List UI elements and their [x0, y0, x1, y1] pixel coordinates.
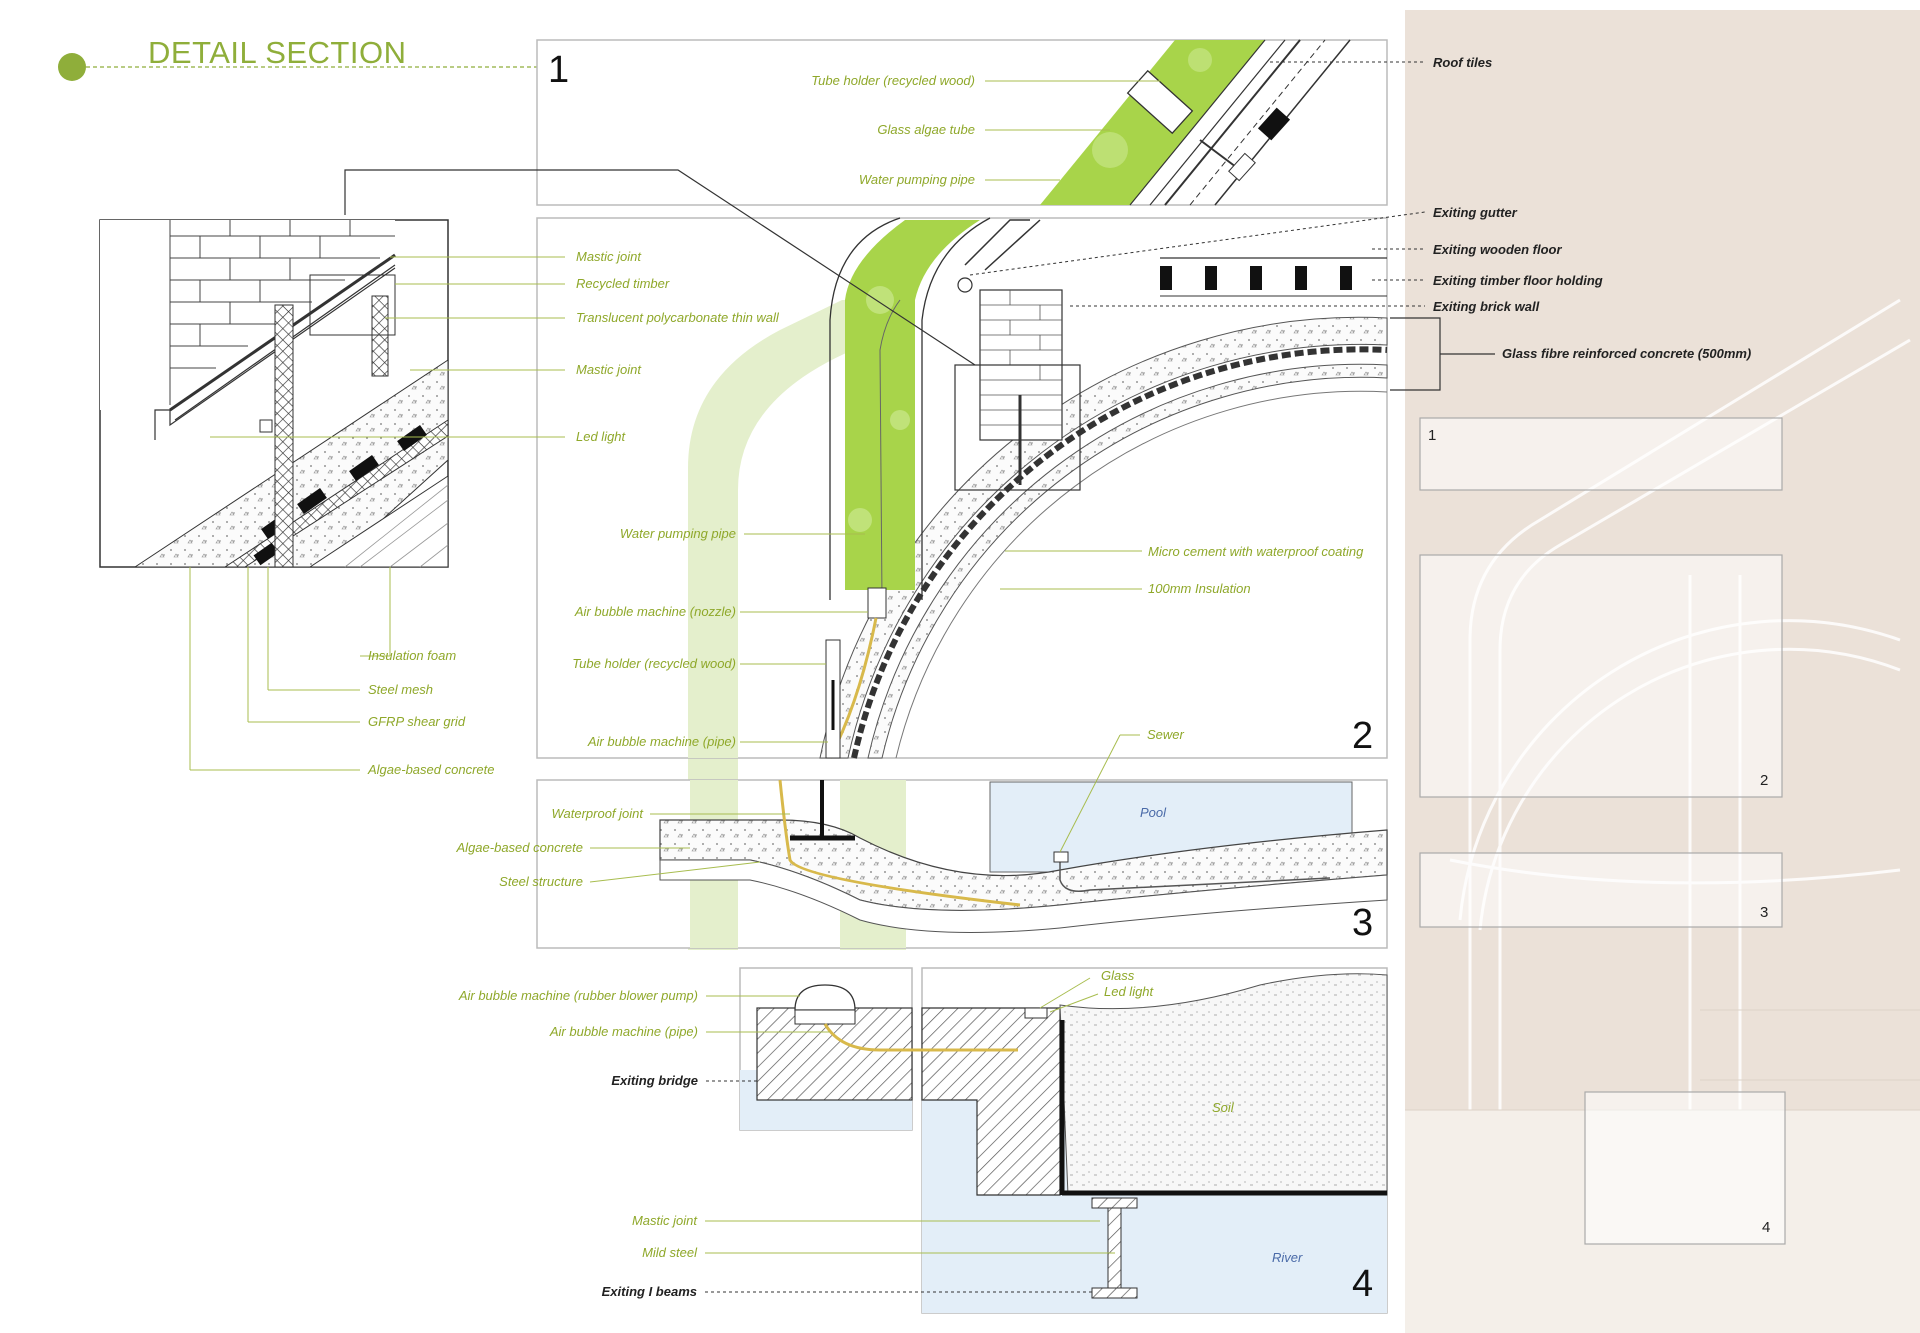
- key-plan-num-1: 1: [1428, 427, 1436, 444]
- label-exiting-i-beams: Exiting I beams: [602, 1284, 697, 1299]
- label-gfrp-shear-grid: GFRP shear grid: [368, 714, 466, 729]
- label-rubber-blower-pump: Air bubble machine (rubber blower pump): [458, 988, 698, 1003]
- gutter-icon: [957, 277, 973, 293]
- exiting-i-beam: [1091, 1287, 1138, 1299]
- title-bullet-icon: [58, 53, 86, 81]
- glass-algae-tube-1: [1040, 40, 1265, 205]
- label-mastic-joint-a: Mastic joint: [576, 249, 642, 264]
- title-block: DETAIL SECTION: [58, 35, 540, 81]
- rubber-blower-pump-icon: [794, 984, 856, 1011]
- key-plan-box-3: [1419, 852, 1783, 928]
- key-plan-panel: 1 2 3 4: [1405, 10, 1920, 1333]
- zoom-detail: Mastic joint Recycled timber Translucent…: [99, 219, 780, 777]
- label-steel-structure: Steel structure: [499, 874, 583, 889]
- label-insulation-foam: Insulation foam: [368, 648, 456, 663]
- key-plan-num-3: 3: [1760, 904, 1768, 921]
- label-gfrc: Glass fibre reinforced concrete (500mm): [1502, 346, 1751, 361]
- section-number-1: 1: [548, 49, 569, 91]
- label-air-bubble-pipe-2: Air bubble machine (pipe): [587, 734, 736, 749]
- key-plan-num-2: 2: [1760, 772, 1768, 789]
- air-bubble-pipe-3: [778, 779, 1021, 907]
- page-title: DETAIL SECTION: [148, 35, 406, 70]
- label-air-bubble-nozzle: Air bubble machine (nozzle): [574, 604, 736, 619]
- label-mild-steel: Mild steel: [642, 1245, 698, 1260]
- section-number-3: 3: [1352, 902, 1373, 944]
- label-mastic-joint-b: Mastic joint: [576, 362, 642, 377]
- label-tube-holder-2: Tube holder (recycled wood): [572, 656, 736, 671]
- key-plan-box-2: [1419, 554, 1783, 798]
- section-number-4: 4: [1352, 1263, 1373, 1305]
- label-led-light: Led light: [576, 429, 627, 444]
- section-number-2: 2: [1352, 715, 1373, 757]
- label-roof-tiles: Roof tiles: [1433, 55, 1492, 70]
- section-1: 1 Tube holder (recycled wood) Glass alga…: [536, 39, 1492, 206]
- label-translucent-polycarbonate: Translucent polycarbonate thin wall: [576, 310, 780, 325]
- label-led-light-4: Led light: [1104, 984, 1155, 999]
- label-100mm-insulation: 100mm Insulation: [1148, 581, 1251, 596]
- air-bubble-nozzle: [867, 587, 887, 619]
- key-plan-num-4: 4: [1762, 1219, 1770, 1236]
- section-4: Soil River 4 Air bubble machine (rubber …: [458, 967, 1388, 1314]
- label-water-pumping-pipe-2: Water pumping pipe: [620, 526, 736, 541]
- label-soil: Soil: [1212, 1100, 1235, 1115]
- air-bubble-pipe-4: [823, 1023, 1018, 1052]
- label-glass: Glass: [1101, 968, 1135, 983]
- label-mastic-joint-c: Mastic joint: [632, 1213, 698, 1228]
- label-pool: Pool: [1140, 805, 1167, 820]
- label-exiting-brick-wall: Exiting brick wall: [1433, 299, 1540, 314]
- label-tube-holder-1: Tube holder (recycled wood): [811, 73, 975, 88]
- section-3: 3 Pool Sewer Waterproof joint Algae-base…: [456, 727, 1388, 949]
- label-glass-algae-tube: Glass algae tube: [877, 122, 975, 137]
- label-exiting-timber-floor-holding: Exiting timber floor holding: [1433, 273, 1603, 288]
- label-water-pumping-pipe-1: Water pumping pipe: [859, 172, 975, 187]
- label-steel-mesh: Steel mesh: [368, 682, 433, 697]
- label-exiting-bridge: Exiting bridge: [611, 1073, 698, 1088]
- label-air-bubble-pipe-4: Air bubble machine (pipe): [549, 1024, 698, 1039]
- zoom-callout-box: [954, 364, 1081, 491]
- key-plan-box-4: [1584, 1091, 1786, 1245]
- tube-holder-1: [1126, 69, 1194, 135]
- label-waterproof-joint: Waterproof joint: [551, 806, 644, 821]
- label-micro-cement: Micro cement with waterproof coating: [1148, 544, 1364, 559]
- label-sewer: Sewer: [1147, 727, 1185, 742]
- label-recycled-timber: Recycled timber: [576, 276, 670, 291]
- label-exiting-gutter: Exiting gutter: [1433, 205, 1518, 220]
- key-plan-box-1: [1419, 417, 1783, 491]
- label-algae-based-concrete-b: Algae-based concrete: [456, 840, 583, 855]
- label-river: River: [1272, 1250, 1303, 1265]
- label-algae-based-concrete-a: Algae-based concrete: [367, 762, 494, 777]
- label-exiting-wooden-floor: Exiting wooden floor: [1433, 242, 1562, 257]
- section-2: 2 Exiting gutter Exiting wooden floor Ex…: [344, 169, 1751, 759]
